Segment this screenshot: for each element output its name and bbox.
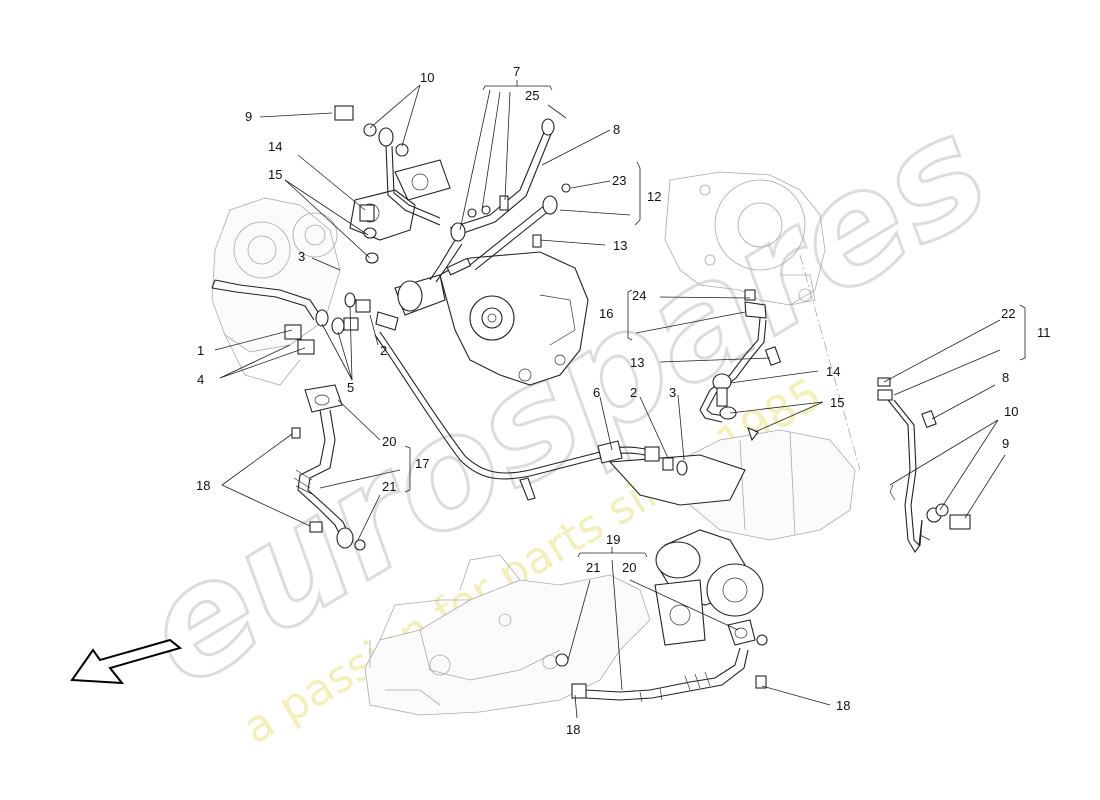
- label-13: 13: [630, 355, 644, 370]
- middle-pipe: [699, 289, 782, 442]
- pipe-12: [469, 183, 571, 271]
- label-6: 6: [593, 385, 600, 400]
- engine-block-ghost: [364, 554, 651, 716]
- label-16: 16: [599, 306, 613, 321]
- label-21: 21: [382, 479, 396, 494]
- label-18: 18: [566, 722, 580, 737]
- leader-lines: [214, 80, 1026, 719]
- label-13: 13: [613, 238, 627, 253]
- label-24: 24: [632, 288, 646, 303]
- bellhousing-ghost: [664, 171, 861, 471]
- label-10: 10: [420, 70, 434, 85]
- label-18: 18: [836, 698, 850, 713]
- front-direction-arrow-icon: [70, 638, 183, 685]
- label-20: 20: [622, 560, 636, 575]
- label-9: 9: [1002, 436, 1009, 451]
- label-15: 15: [830, 395, 844, 410]
- label-12: 12: [647, 189, 661, 204]
- label-1: 1: [197, 343, 204, 358]
- lower-right-hose: [555, 619, 768, 703]
- label-9: 9: [245, 109, 252, 124]
- actuator-housing: [394, 251, 589, 386]
- label-3: 3: [669, 385, 676, 400]
- label-25: 25: [525, 88, 539, 103]
- label-15: 15: [268, 167, 282, 182]
- label-5: 5: [347, 380, 354, 395]
- label-20: 20: [382, 434, 396, 449]
- left-return-pipe: [334, 105, 441, 226]
- label-17: 17: [415, 456, 429, 471]
- label-22: 22: [1001, 306, 1015, 321]
- label-10: 10: [1004, 404, 1018, 419]
- label-7: 7: [513, 64, 520, 79]
- oil-feed-pipe: [374, 331, 688, 501]
- turbocharger-right: [608, 429, 856, 646]
- left-outlet-pipe: [211, 204, 399, 355]
- label-3: 3: [298, 249, 305, 264]
- label-8: 8: [613, 122, 620, 137]
- label-18: 18: [196, 478, 210, 493]
- label-8: 8: [1002, 370, 1009, 385]
- label-2: 2: [380, 343, 387, 358]
- turbocharger-left: [211, 159, 451, 386]
- label-23: 23: [612, 173, 626, 188]
- lower-left-hose: [291, 384, 366, 551]
- part-labels: 1 2 2 3 3 4 5 6 7 8 8 9 9 10 10 11 12 13…: [196, 64, 1051, 737]
- label-4: 4: [197, 372, 204, 387]
- label-14: 14: [268, 139, 282, 154]
- label-11: 11: [1037, 325, 1051, 340]
- label-21: 21: [586, 560, 600, 575]
- label-2: 2: [630, 385, 637, 400]
- label-14: 14: [826, 364, 840, 379]
- label-19: 19: [606, 532, 620, 547]
